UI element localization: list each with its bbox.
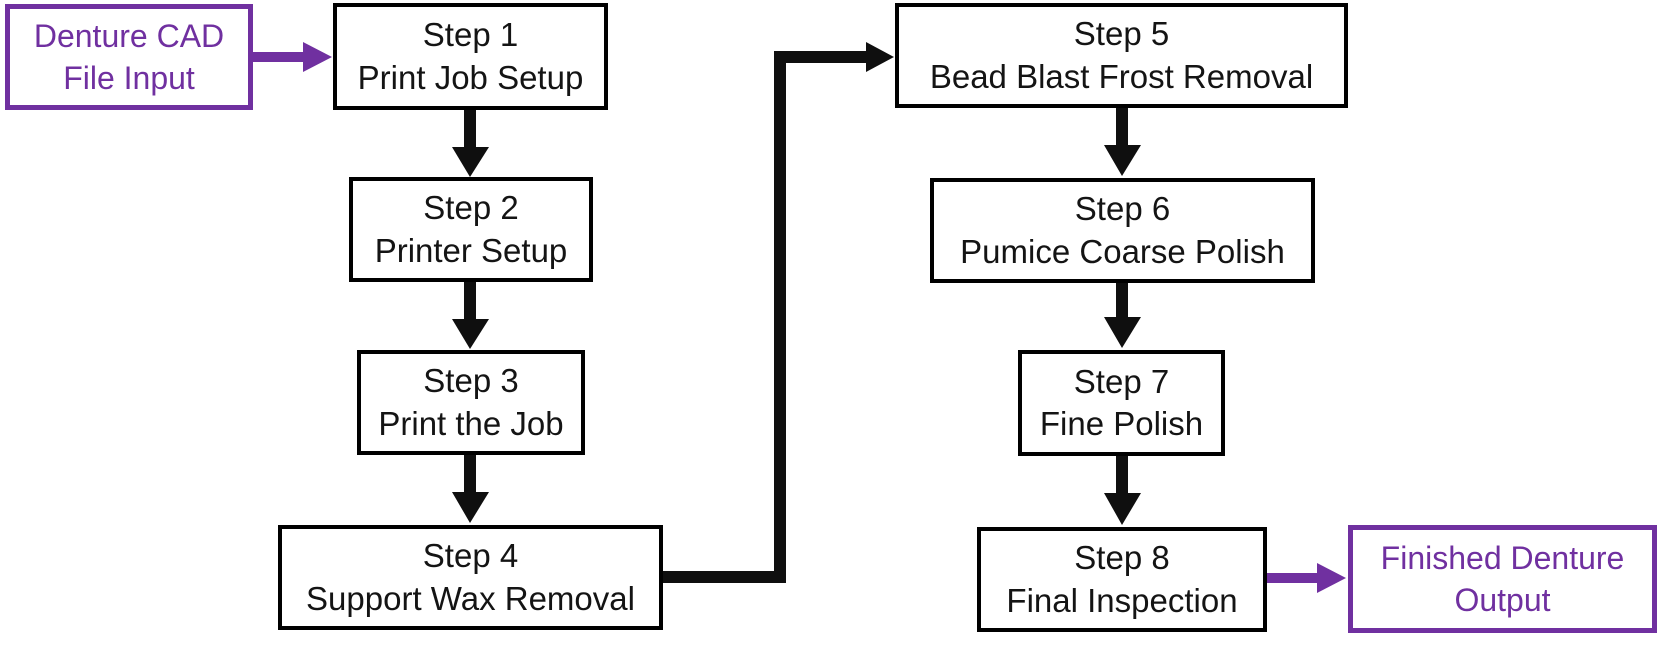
arrow-step4-to-step5-elbow bbox=[663, 42, 894, 583]
node-label-line: Support Wax Removal bbox=[306, 579, 635, 617]
node-step-6-pumice-coarse-polish: Step 6 Pumice Coarse Polish bbox=[930, 178, 1315, 283]
node-title-line: Step 8 bbox=[1074, 539, 1170, 577]
node-step-8-final-inspection: Step 8 Final Inspection bbox=[977, 527, 1267, 632]
arrow-step8-to-output bbox=[1267, 563, 1346, 593]
node-label-line: Printer Setup bbox=[374, 231, 568, 269]
arrow-step7-to-step8 bbox=[1104, 455, 1141, 525]
arrow-step6-to-step7 bbox=[1104, 282, 1141, 348]
node-label-line: Bead Blast Frost Removal bbox=[929, 57, 1314, 95]
node-label-line: Print Job Setup bbox=[357, 58, 584, 96]
node-title-line: Step 3 bbox=[423, 362, 519, 400]
node-title-line: Step 5 bbox=[1073, 15, 1170, 53]
node-label-line: Final Inspection bbox=[1006, 581, 1238, 619]
node-label-line: File Input bbox=[63, 60, 195, 96]
node-step-1-print-job-setup: Step 1 Print Job Setup bbox=[333, 3, 608, 110]
node-label-line: Print the Job bbox=[378, 404, 564, 442]
node-step-5-bead-blast-frost-removal: Step 5 Bead Blast Frost Removal bbox=[895, 3, 1348, 108]
node-step-4-support-wax-removal: Step 4 Support Wax Removal bbox=[278, 525, 663, 630]
arrow-step3-to-step4 bbox=[452, 454, 489, 523]
node-label-line: Fine Polish bbox=[1039, 405, 1204, 442]
node-step-7-fine-polish: Step 7 Fine Polish bbox=[1018, 350, 1225, 456]
node-title-line: Step 4 bbox=[422, 537, 519, 575]
node-title-line: Step 2 bbox=[423, 189, 519, 227]
arrow-step5-to-step6 bbox=[1104, 107, 1141, 176]
node-label-line: Denture CAD bbox=[33, 17, 225, 54]
node-denture-cad-file-input: Denture CAD File Input bbox=[5, 4, 253, 110]
node-label-line: Finished Denture bbox=[1380, 539, 1625, 576]
node-step-3-print-the-job: Step 3 Print the Job bbox=[357, 350, 585, 455]
node-step-2-printer-setup: Step 2 Printer Setup bbox=[349, 177, 593, 282]
node-finished-denture-output: Finished Denture Output bbox=[1348, 525, 1657, 633]
node-label-line: Pumice Coarse Polish bbox=[960, 232, 1285, 270]
arrow-step2-to-step3 bbox=[452, 281, 489, 349]
arrow-input-to-step1 bbox=[253, 42, 332, 72]
node-label-line: Output bbox=[1454, 582, 1551, 618]
node-title-line: Step 1 bbox=[422, 16, 519, 54]
arrow-step1-to-step2 bbox=[452, 108, 489, 177]
node-title-line: Step 7 bbox=[1073, 362, 1170, 400]
node-title-line: Step 6 bbox=[1074, 190, 1171, 228]
